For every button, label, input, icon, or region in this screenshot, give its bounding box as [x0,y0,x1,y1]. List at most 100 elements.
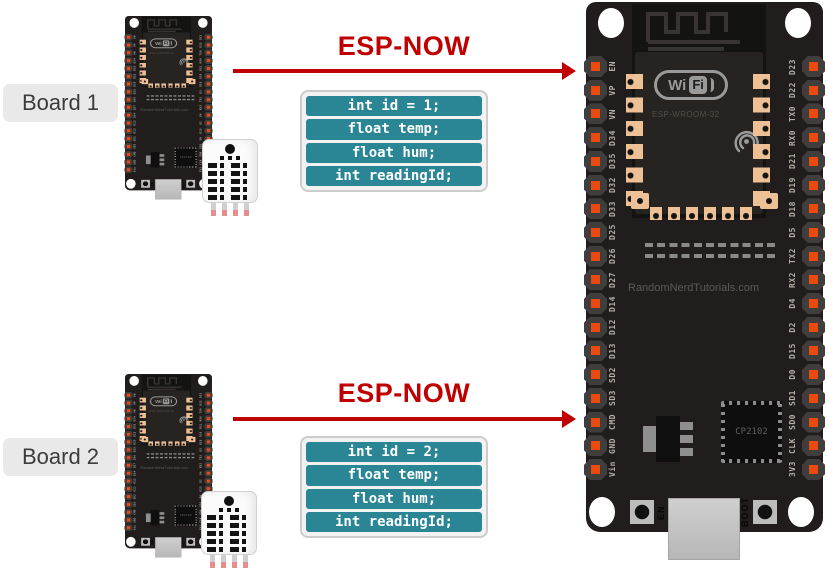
pin-row: D27 [124,461,138,469]
pin-label: D33 [133,81,137,87]
pin-label: D26 [133,454,137,461]
pin-label: SD2 [133,135,137,142]
module-pads-right [186,397,193,444]
esp32-board: Wi Fi ESP-WROOM-32 RandomNerdTutorials.c… [584,2,825,560]
pin-row: D14 [124,111,138,119]
module-pads-bottom [148,83,189,88]
dht22-pin [244,203,249,216]
pin-label: EN [133,35,137,39]
pin-label: SD1 [788,390,797,407]
pin-label: D12 [608,319,617,336]
pin-row: D4 [199,111,213,119]
pin-row: VP [584,79,621,101]
pin-label: D23 [788,58,797,75]
pin-label: D12 [133,478,137,484]
pin-row: D4 [788,293,825,315]
pin-row: VP [124,41,138,49]
regulator-leg [159,158,165,162]
pin-row: RX0 [788,127,825,149]
pin-connector-icon [124,88,133,96]
pin-connector-icon [204,415,213,423]
pin-connector-icon [584,221,607,243]
pin-connector-icon [124,166,133,174]
struct-field: float temp; [306,465,482,486]
pin-header-right: D23 D22 TX0 RX0 D21 D19 [788,56,825,480]
mounting-hole [126,536,136,547]
pin-connector-icon [584,56,607,77]
module-pads-left [139,39,146,86]
pin-label: D25 [608,224,617,241]
pin-label: D34 [133,415,137,422]
struct-field: int id = 2; [306,442,482,463]
pin-header-left: EN VP VN D34 D35 D32 [584,56,621,480]
dht22-vents [207,539,251,544]
pin-label: D25 [133,447,137,453]
pin-connector-icon [204,96,213,104]
dht22-vents [207,531,251,536]
pin-label: SD3 [133,143,137,150]
pin-row: D23 [788,56,825,77]
pin-label: SD2 [608,366,617,383]
pin-label: TX0 [199,408,203,414]
module-pad-corner [141,436,149,443]
struct-field: float temp; [306,119,482,140]
dht22-pin [211,203,216,216]
pin-label: D2 [199,121,203,125]
pin-label: D5 [788,227,797,238]
en-button-label: EN [150,181,155,187]
pin-row: D35 [124,64,138,72]
pin-row: D14 [584,293,621,315]
pin-label: CMD [133,509,137,515]
wifi-arc-icon [710,78,714,92]
pin-connector-icon [124,103,133,111]
pin-connector-icon [802,174,825,196]
pin-row: D26 [124,454,138,462]
pin-label: D34 [133,57,137,64]
module-pad-corner [760,193,778,209]
pin-label: Vin [133,525,137,531]
pin-label: D15 [199,128,203,134]
pin-connector-icon [584,174,607,196]
pin-label: VN [133,51,137,55]
pin-connector-icon [204,391,213,399]
pin-label: D21 [199,423,203,430]
pin-connector-icon [802,458,825,480]
pin-label: D13 [608,342,617,359]
dht22-sensor-eye-icon [224,496,234,506]
pin-connector-icon [204,477,213,485]
dht22-pin [222,203,227,216]
pin-row: EN [124,33,138,41]
pin-label: RX2 [199,462,203,469]
pin-label: D26 [133,96,137,103]
pin-label: 3V3 [788,461,797,478]
antenna-icon [147,19,182,33]
receiver-board: Wi Fi ESP-WROOM-32 RandomNerdTutorials.c… [584,2,825,560]
pin-row: D2 [788,316,825,338]
wroom-module: Wi Fi ESP-WROOM-32 [632,4,766,218]
pin-row: GND [124,516,138,524]
dht22-vents [207,523,251,528]
pin-label: VP [133,401,137,405]
pin-row: D21 [199,64,213,72]
pin-connector-icon [584,340,607,362]
wifi-logo-fi: Fi [162,40,170,47]
arrow-head-icon [562,62,576,80]
pin-connector-icon [204,454,213,462]
struct-field: int readingId; [306,511,482,532]
pin-connector-icon [584,127,607,149]
voltage-regulator [656,416,680,462]
pin-connector-icon [584,150,607,172]
pin-label: D26 [608,248,617,265]
pin-label: RX2 [199,104,203,111]
voltage-regulator [643,426,657,452]
pin-row: TX2 [199,96,213,104]
pin-row: SD3 [124,142,138,150]
pin-label: CLK [788,437,797,454]
pin-connector-icon [204,57,213,65]
pin-connector-icon [124,33,133,41]
pin-label: EN [133,393,137,397]
pin-connector-icon [124,454,133,462]
pin-row: D0 [788,364,825,386]
pin-label: D27 [608,271,617,288]
pin-label: Vin [608,461,617,478]
